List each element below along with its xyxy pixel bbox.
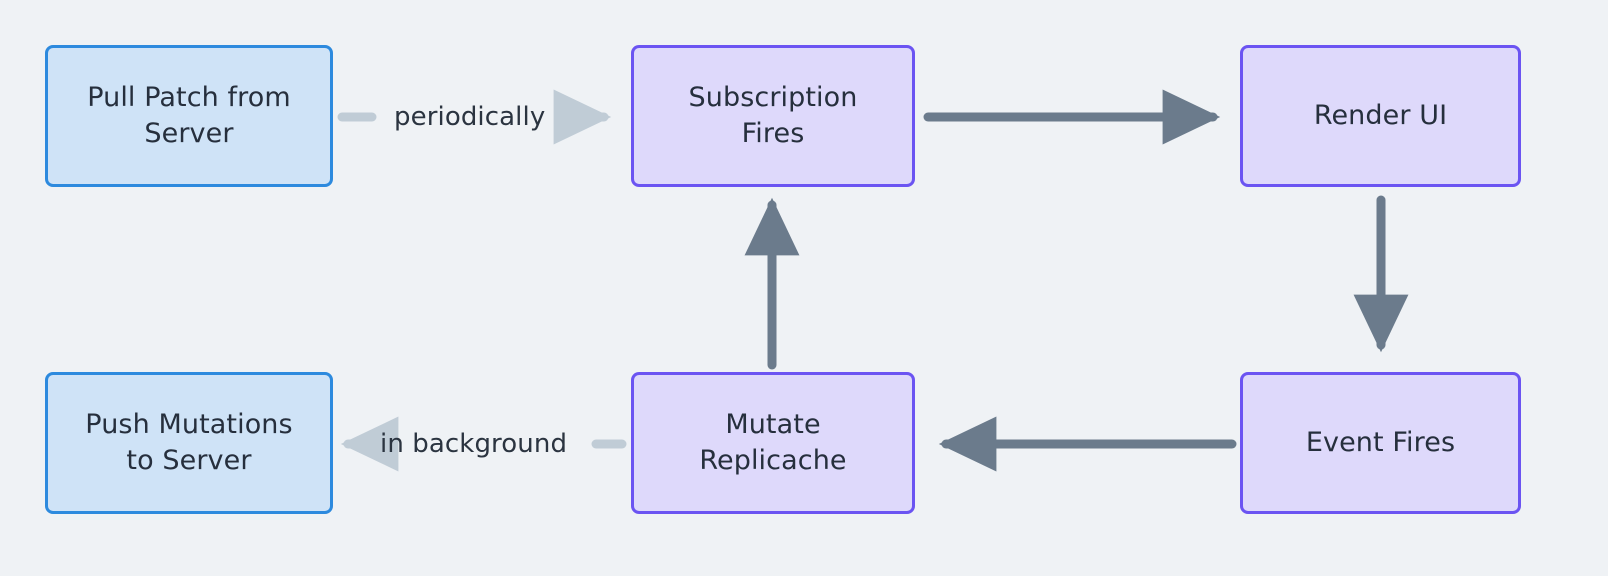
edge-label-periodically: periodically — [394, 102, 546, 132]
node-label: Render UI — [1313, 100, 1448, 132]
node-push-mutations-to-server[interactable]: Push Mutations to Server — [45, 372, 333, 514]
node-event-fires[interactable]: Event Fires — [1240, 372, 1521, 514]
node-label: Mutate Replicache — [699, 409, 847, 476]
node-label: Subscription Fires — [688, 82, 858, 149]
node-label: Pull Patch from Server — [87, 82, 291, 149]
node-label: Event Fires — [1305, 427, 1456, 459]
node-render-ui[interactable]: Render UI — [1240, 45, 1521, 187]
edge-label-in-background: in background — [380, 429, 568, 459]
node-pull-patch-from-server[interactable]: Pull Patch from Server — [45, 45, 333, 187]
node-mutate-replicache[interactable]: Mutate Replicache — [631, 372, 915, 514]
node-subscription-fires[interactable]: Subscription Fires — [631, 45, 915, 187]
node-label: Push Mutations to Server — [85, 409, 293, 476]
